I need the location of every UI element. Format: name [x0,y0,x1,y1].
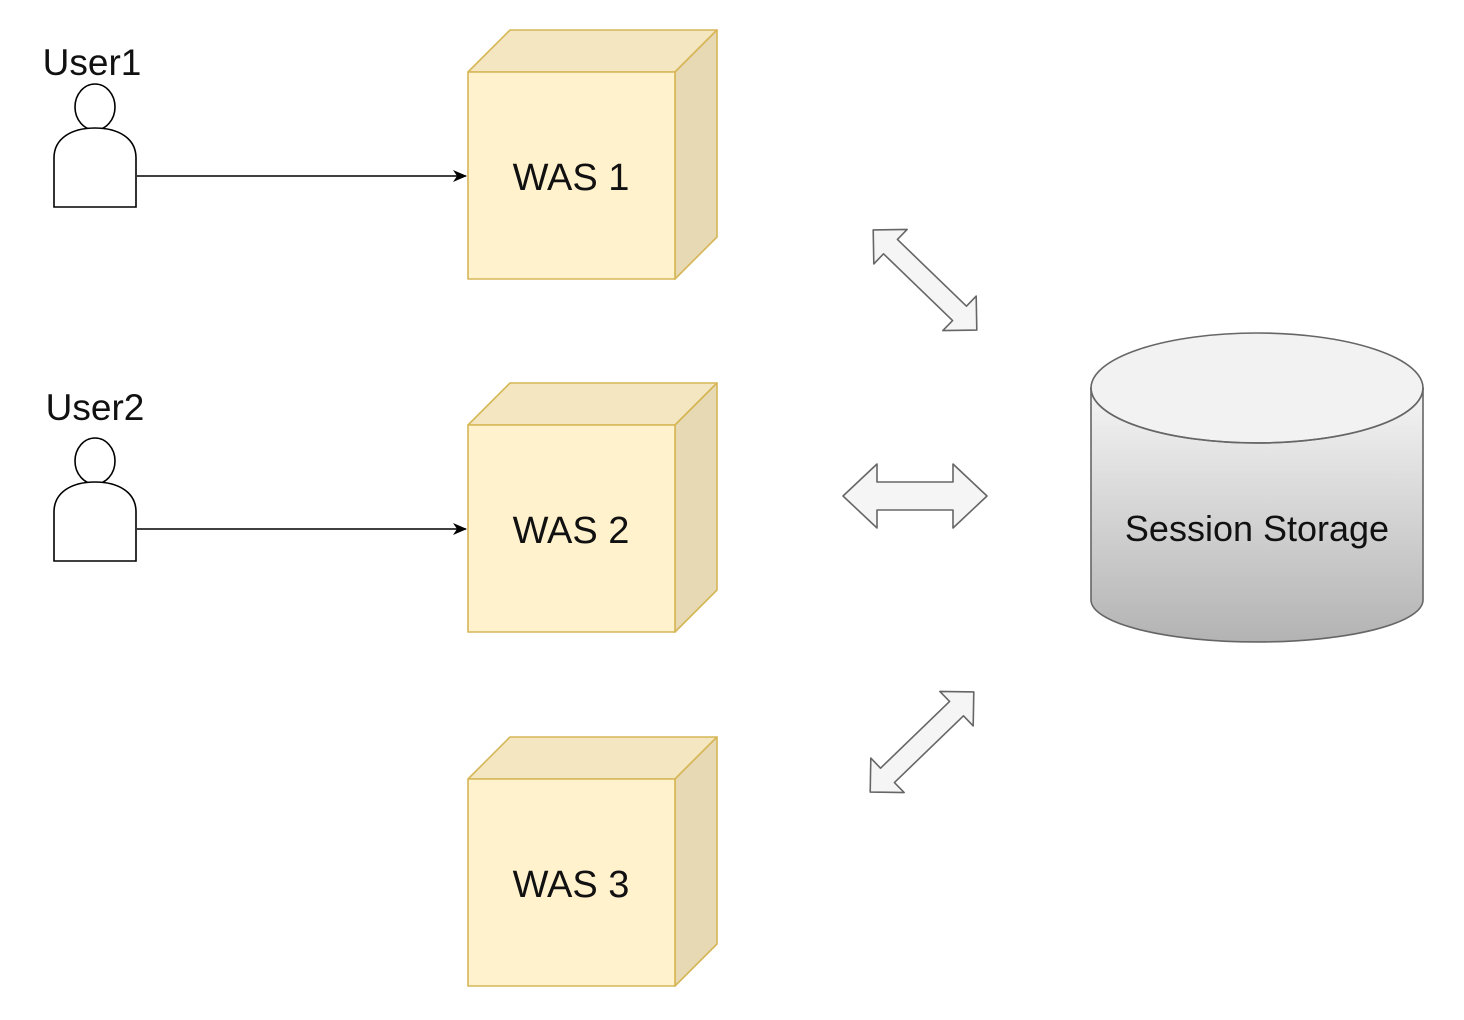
double-arrow-icon [869,690,975,794]
double-arrow-icon [872,228,978,332]
was2-label: WAS 2 [513,510,630,552]
was3-storage-link[interactable] [854,675,991,810]
user2-label: User2 [46,387,145,428]
was2-node[interactable]: WAS 2 [467,382,718,633]
was2-storage-link[interactable] [842,463,988,529]
cube-node-icon [467,382,718,633]
user2-actor[interactable]: User2 [46,387,145,562]
was1-label: WAS 1 [513,157,630,199]
cube-node-icon [467,29,718,280]
was1-node[interactable]: WAS 1 [467,29,718,280]
session-storage-node[interactable]: Session Storage [1090,332,1424,643]
user1-label: User1 [43,42,142,83]
session-storage-label: Session Storage [1125,508,1389,549]
double-arrow-icon [842,463,988,529]
cylinder-storage-icon [1090,332,1424,643]
was3-node[interactable]: WAS 3 [467,736,718,987]
actor-icon [53,83,137,208]
cube-node-icon [467,736,718,987]
was1-storage-link[interactable] [857,213,994,348]
actor-icon [53,437,137,562]
user1-actor[interactable]: User1 [43,42,142,208]
was3-label: WAS 3 [513,864,630,906]
